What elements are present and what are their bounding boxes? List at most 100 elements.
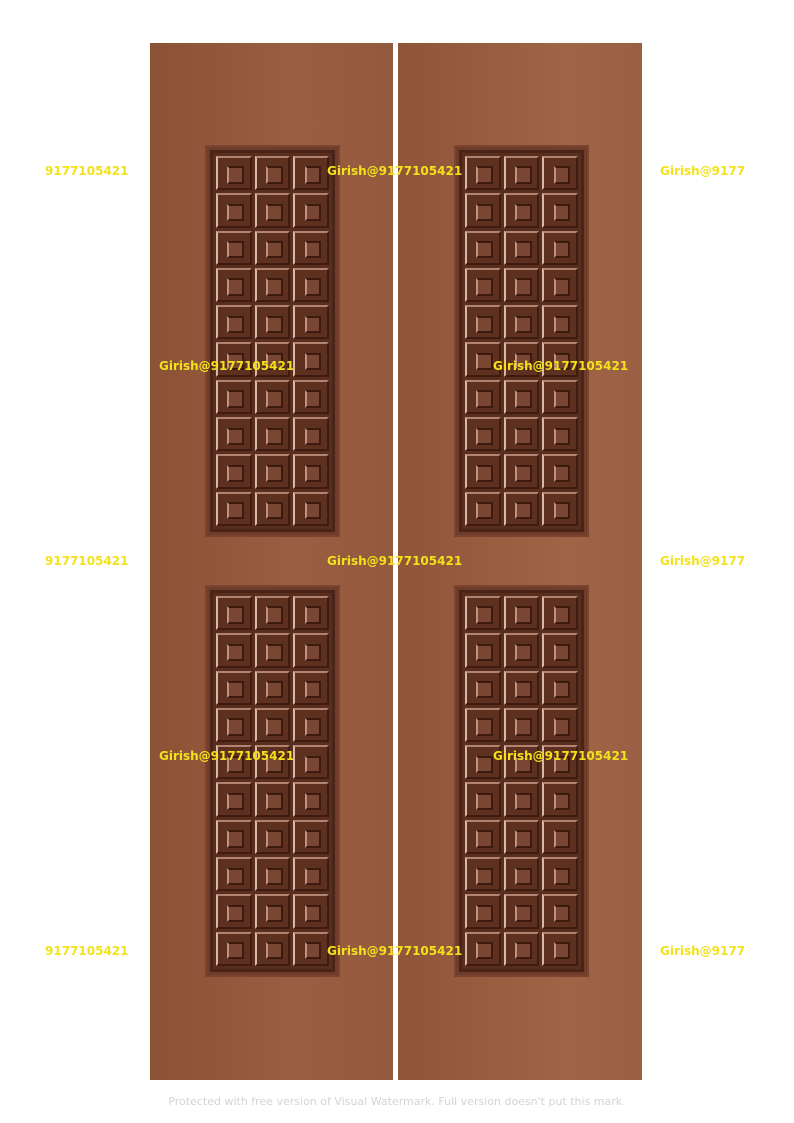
panel-tile	[293, 670, 329, 705]
panel-tile	[542, 230, 578, 265]
panel-tile	[293, 857, 329, 892]
panel-tile	[465, 707, 501, 743]
panel-tile	[293, 342, 329, 377]
panel-tile	[216, 707, 252, 743]
watermark-text: Girish@9177105421	[327, 944, 463, 958]
panel-tile	[216, 193, 252, 228]
panel-tile	[293, 745, 329, 780]
panel-tile	[254, 670, 291, 705]
panel-tile	[503, 230, 540, 265]
panel-tile	[254, 931, 291, 966]
panel-tile	[465, 454, 501, 489]
watermark-text: Girish@9177105421	[327, 554, 463, 568]
watermark-text: Girish@9177105421	[327, 164, 463, 178]
watermark-text: Girish@9177	[660, 944, 746, 958]
panel-tile	[542, 633, 578, 668]
panel-tile	[465, 894, 501, 929]
panel-tile	[503, 894, 540, 929]
panel-tile	[542, 894, 578, 929]
panel-tile	[254, 305, 291, 340]
panel-tile	[465, 857, 501, 892]
footer-watermark-notice: Protected with free version of Visual Wa…	[168, 1095, 626, 1108]
panel-tile	[216, 305, 252, 340]
panel-tile	[465, 782, 501, 817]
watermark-text: 9177105421	[45, 554, 129, 568]
panel-tile	[465, 633, 501, 668]
watermark-text: Girish@9177	[660, 554, 746, 568]
panel-tile	[293, 707, 329, 743]
panel-tile	[503, 156, 540, 191]
panel-tile	[254, 230, 291, 265]
panel-tile	[254, 454, 291, 489]
panel-tile	[542, 707, 578, 743]
watermark-text: 9177105421	[45, 944, 129, 958]
watermark-text: Girish@9177105421	[493, 359, 629, 373]
panel-tile	[542, 670, 578, 705]
panel-tile	[503, 745, 540, 780]
panel-tile	[293, 267, 329, 303]
panel-tile	[293, 596, 329, 631]
panel-tile	[542, 782, 578, 817]
panel-tile	[542, 931, 578, 966]
panel-tile	[254, 745, 291, 780]
panel-tile	[254, 857, 291, 892]
panel-tile	[216, 454, 252, 489]
panel-tile	[254, 782, 291, 817]
panel-tile	[465, 819, 501, 855]
panel-tile	[465, 931, 501, 966]
panel-tile	[465, 745, 501, 780]
panel-tile	[542, 379, 578, 415]
panel-tile	[465, 305, 501, 340]
panel-tile	[465, 491, 501, 526]
panel-tile	[216, 342, 252, 377]
panel-tile	[254, 707, 291, 743]
panel-tile	[503, 417, 540, 452]
door-panel-lower	[207, 587, 338, 975]
panel-tile	[216, 931, 252, 966]
panel-tile	[254, 379, 291, 415]
panel-tile	[503, 633, 540, 668]
panel-tile	[465, 156, 501, 191]
panel-tile	[542, 857, 578, 892]
panel-tile	[293, 379, 329, 415]
panel-tile	[542, 491, 578, 526]
panel-tile	[503, 491, 540, 526]
panel-tile	[503, 193, 540, 228]
door-panel-lower	[456, 587, 587, 975]
panel-tile	[293, 193, 329, 228]
panel-tile	[503, 379, 540, 415]
panel-tile	[465, 230, 501, 265]
panel-tile	[503, 931, 540, 966]
door-left	[150, 43, 393, 1080]
watermark-text: Girish@9177105421	[159, 359, 295, 373]
panel-tile	[465, 417, 501, 452]
panel-tile	[542, 819, 578, 855]
panel-tile	[465, 342, 501, 377]
panel-tile	[216, 894, 252, 929]
watermark-text: Girish@9177	[660, 164, 746, 178]
panel-tile	[254, 819, 291, 855]
panel-tile	[542, 454, 578, 489]
panel-tile	[216, 857, 252, 892]
watermark-text: 9177105421	[45, 164, 129, 178]
panel-tile	[293, 305, 329, 340]
panel-tile	[542, 305, 578, 340]
panel-tile	[465, 267, 501, 303]
panel-tile	[465, 596, 501, 631]
panel-tile	[216, 633, 252, 668]
watermark-text: Girish@9177105421	[159, 749, 295, 763]
watermark-text: Girish@9177105421	[493, 749, 629, 763]
panel-tile	[254, 156, 291, 191]
panel-tile	[216, 230, 252, 265]
panel-tile	[465, 379, 501, 415]
door-right	[398, 43, 642, 1080]
panel-tile	[293, 156, 329, 191]
panel-tile	[542, 596, 578, 631]
panel-tile	[465, 670, 501, 705]
door-panel-upper	[456, 147, 587, 535]
panel-tile	[293, 894, 329, 929]
panel-tile	[542, 156, 578, 191]
panel-tile	[503, 596, 540, 631]
panel-tile	[542, 745, 578, 780]
panel-tile	[293, 454, 329, 489]
